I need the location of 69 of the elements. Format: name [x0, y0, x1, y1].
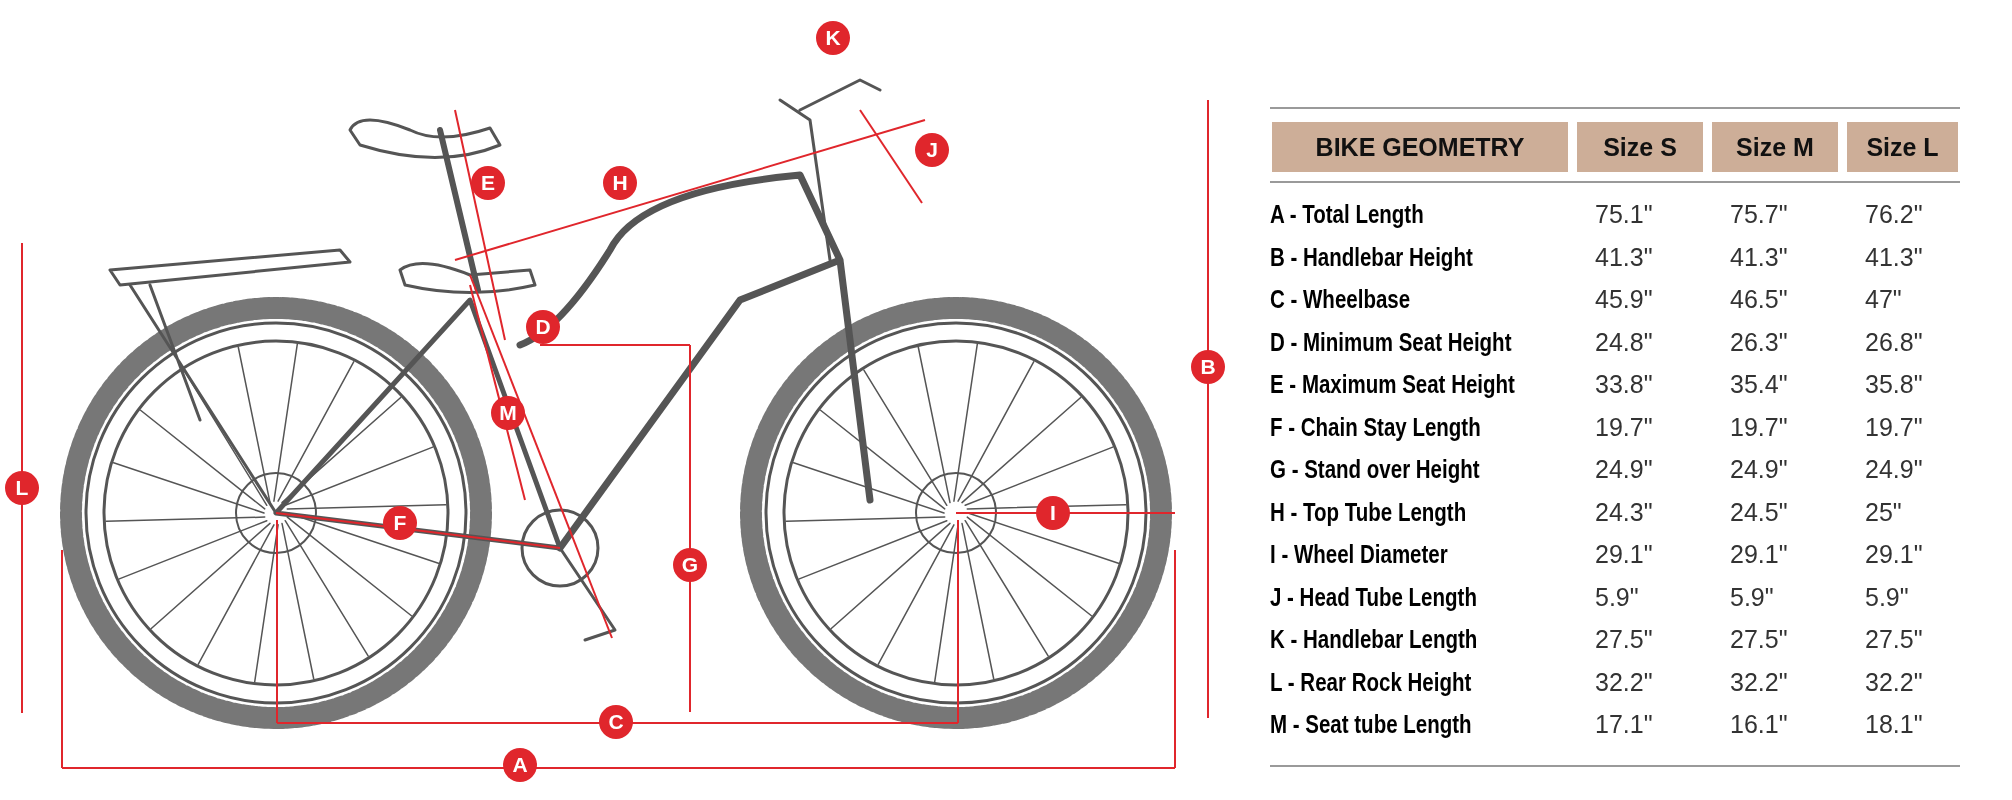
measurement-value: 19.7" — [1595, 411, 1653, 443]
measurement-value: 29.1" — [1595, 539, 1653, 570]
measurement-value: 24.9" — [1865, 454, 1923, 485]
measurement-value: 5.9" — [1730, 581, 1774, 613]
column-header: Size S — [1577, 122, 1703, 172]
measurement-value: 24.3" — [1595, 496, 1653, 528]
measurement-label: H - Top Tube Length — [1270, 496, 1467, 528]
measurement-value: 32.2" — [1595, 666, 1653, 698]
callout-letter: A — [503, 748, 537, 782]
column-header: BIKE GEOMETRY — [1272, 122, 1568, 172]
callout-letter: J — [915, 133, 949, 167]
callout-letter: C — [599, 705, 633, 739]
measurement-value: 19.7" — [1865, 411, 1923, 443]
measurement-value: 27.5" — [1730, 624, 1788, 655]
callout-letter: G — [673, 548, 707, 582]
measurement-label: D - Minimum Seat Height — [1270, 326, 1512, 358]
measurement-value: 29.1" — [1730, 539, 1788, 570]
measurement-value: 24.8" — [1595, 326, 1653, 358]
measurement-label: M - Seat tube Length — [1270, 709, 1472, 740]
measurement-value: 47" — [1865, 284, 1902, 315]
callout-letter: E — [471, 166, 505, 200]
measurement-value: 46.5" — [1730, 284, 1788, 315]
callout-letter: M — [491, 396, 525, 430]
callout-letter: B — [1191, 350, 1225, 384]
measurement-value: 27.5" — [1865, 624, 1923, 655]
measurement-value: 16.1" — [1730, 709, 1788, 740]
measurement-value: 24.9" — [1730, 454, 1788, 485]
measurement-value: 5.9" — [1595, 581, 1639, 613]
callout-letter: H — [603, 166, 637, 200]
measurement-value: 17.1" — [1595, 709, 1653, 740]
measurement-value: 76.2" — [1865, 199, 1923, 230]
measurement-value: 25" — [1865, 496, 1902, 528]
measurement-label: A - Total Length — [1270, 199, 1424, 230]
measurement-value: 26.8" — [1865, 326, 1923, 358]
measurement-value: 75.1" — [1595, 199, 1653, 230]
measurement-value: 41.3" — [1595, 241, 1653, 273]
measurement-label: E - Maximum Seat Height — [1270, 369, 1515, 400]
measurement-value: 18.1" — [1865, 709, 1923, 740]
measurement-value: 19.7" — [1730, 411, 1788, 443]
callout-letter: L — [5, 471, 39, 505]
measurement-value: 35.4" — [1730, 369, 1788, 400]
measurement-value: 45.9" — [1595, 284, 1653, 315]
measurement-label: B - Handlebar Height — [1270, 241, 1473, 273]
measurement-label: K - Handlebar Length — [1270, 624, 1478, 655]
measurement-value: 24.9" — [1595, 454, 1653, 485]
measurement-value: 33.8" — [1595, 369, 1653, 400]
measurement-value: 41.3" — [1730, 241, 1788, 273]
measurement-value: 29.1" — [1865, 539, 1923, 570]
measurement-value: 32.2" — [1865, 666, 1923, 698]
measurement-value: 24.5" — [1730, 496, 1788, 528]
measurement-label: J - Head Tube Length — [1270, 581, 1477, 613]
measurement-label: F - Chain Stay Length — [1270, 411, 1481, 443]
column-header: Size M — [1712, 122, 1838, 172]
measurement-value: 75.7" — [1730, 199, 1788, 230]
measurement-value: 35.8" — [1865, 369, 1923, 400]
measurement-value: 32.2" — [1730, 666, 1788, 698]
measurement-value: 5.9" — [1865, 581, 1909, 613]
callout-letter: D — [526, 310, 560, 344]
callout-letter: F — [383, 506, 417, 540]
column-header: Size L — [1847, 122, 1958, 172]
measurement-value: 41.3" — [1865, 241, 1923, 273]
callout-letter: K — [816, 21, 850, 55]
measurement-value: 26.3" — [1730, 326, 1788, 358]
measurement-value: 27.5" — [1595, 624, 1653, 655]
measurement-label: G - Stand over Height — [1270, 454, 1480, 485]
callout-letter: I — [1036, 496, 1070, 530]
measurement-label: C - Wheelbase — [1270, 284, 1411, 315]
measurement-label: L - Rear Rock Height — [1270, 666, 1472, 698]
measurement-label: I - Wheel Diameter — [1270, 539, 1448, 570]
